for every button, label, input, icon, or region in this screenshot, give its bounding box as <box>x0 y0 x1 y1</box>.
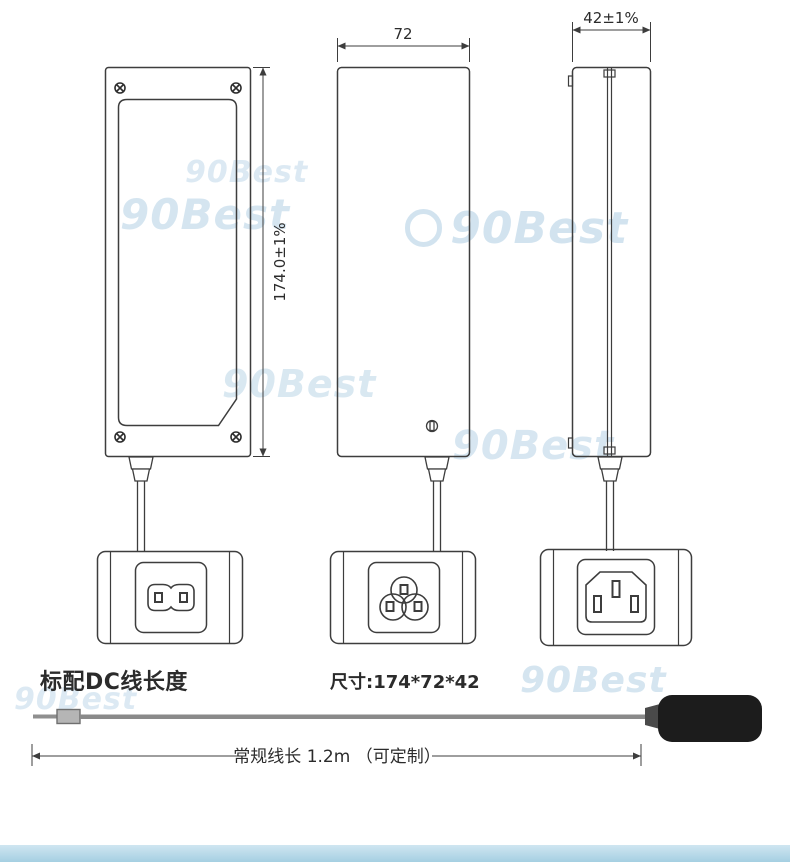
width-dimension-label: 72 <box>393 25 412 43</box>
height-dimension-label: 174.0±1% <box>271 222 289 301</box>
strain-reliefs <box>128 456 623 552</box>
bottom-bar <box>0 845 790 862</box>
inlet-view-c6 <box>329 550 477 645</box>
watermark: 90Best <box>185 155 309 190</box>
inlet-view-c14 <box>539 548 693 647</box>
dc-cable-illustration <box>33 695 762 742</box>
screw-icon <box>114 82 126 94</box>
inlet-view-c8 <box>96 550 244 645</box>
depth-dimension-label: 42±1% <box>583 9 638 27</box>
caption-size: 尺寸:174*72*42 <box>330 672 480 693</box>
height-dimension <box>253 67 270 457</box>
cable-length-dimension <box>31 744 642 766</box>
indicator-hole <box>425 419 439 433</box>
cable-tip <box>33 714 59 719</box>
c6-inlet-outline <box>379 576 429 621</box>
screw-icons <box>114 82 242 443</box>
caption-dc-cable-length: 标配DC线长度 <box>40 670 188 695</box>
c14-inlet-outline <box>585 571 647 623</box>
dc-connector <box>56 708 81 725</box>
watermark: 90Best <box>520 660 667 701</box>
screw-icon <box>230 431 242 443</box>
watermark-text: 90Best <box>450 203 629 254</box>
watermark-logo-icon <box>405 209 443 247</box>
strain-relief <box>424 456 450 552</box>
plug-strain-relief <box>645 704 660 729</box>
side-view <box>567 66 652 458</box>
depth-dimension <box>572 22 651 62</box>
watermark: 90Best <box>452 423 615 469</box>
front-view-plain <box>336 66 471 458</box>
cable-line <box>80 714 646 719</box>
strain-relief <box>597 456 623 552</box>
screw-icon <box>114 431 126 443</box>
cable-length-label: 常规线长 1.2m （可定制） <box>233 747 440 767</box>
c8-inlet-outline <box>147 583 195 612</box>
power-plug <box>658 695 762 742</box>
strain-relief <box>128 456 154 552</box>
watermark: 90Best <box>222 362 377 406</box>
watermark: 90Best <box>405 203 628 254</box>
front-view-labeled <box>104 66 252 458</box>
width-dimension <box>337 38 470 62</box>
screw-icon <box>230 82 242 94</box>
